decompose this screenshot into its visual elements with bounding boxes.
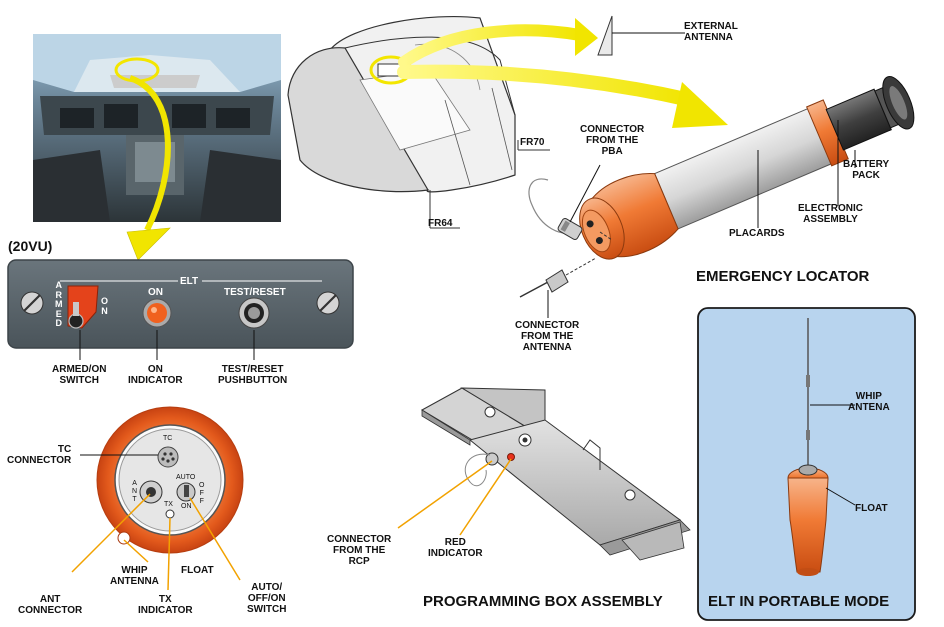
- portable-mode-panel: [697, 307, 916, 621]
- label-elt-portable-mode: ELT IN PORTABLE MODE: [708, 593, 890, 610]
- elt-control-panel: [7, 259, 354, 349]
- cockpit-photo: [33, 34, 281, 222]
- dial-tc-text: TC: [163, 435, 173, 442]
- arrow-to-antenna: [575, 18, 598, 56]
- panel-on-label: ON: [148, 287, 163, 298]
- dial-on-text: ON: [181, 503, 192, 510]
- label-placards: PLACARDS: [729, 228, 785, 239]
- dial-tx-text: TX: [164, 501, 173, 508]
- fuselage-section: [287, 15, 550, 229]
- label-float-portable: FLOAT: [855, 503, 888, 514]
- antenna-connector: [519, 257, 597, 298]
- label-emergency-locator: EMERGENCY LOCATOR: [696, 268, 870, 285]
- dial-auto-text: AUTO: [176, 474, 196, 481]
- external-antenna: [597, 15, 613, 56]
- programming-box: [420, 387, 691, 561]
- label-float: FLOAT: [181, 565, 214, 576]
- label-fr70: FR70: [520, 137, 545, 148]
- arrow-to-locator: [672, 82, 728, 128]
- emergency-locator-beacon: [579, 76, 915, 260]
- pba-connector: [557, 218, 583, 240]
- panel-test-reset-label: TEST/RESET: [224, 287, 286, 298]
- panel-title: ELT: [180, 276, 199, 287]
- label-programming-box-assembly: PROGRAMMING BOX ASSEMBLY: [423, 593, 663, 610]
- arrow-to-panel: [126, 227, 171, 261]
- label-panel-ref: (20VU): [8, 238, 53, 254]
- label-fr64: FR64: [428, 218, 453, 229]
